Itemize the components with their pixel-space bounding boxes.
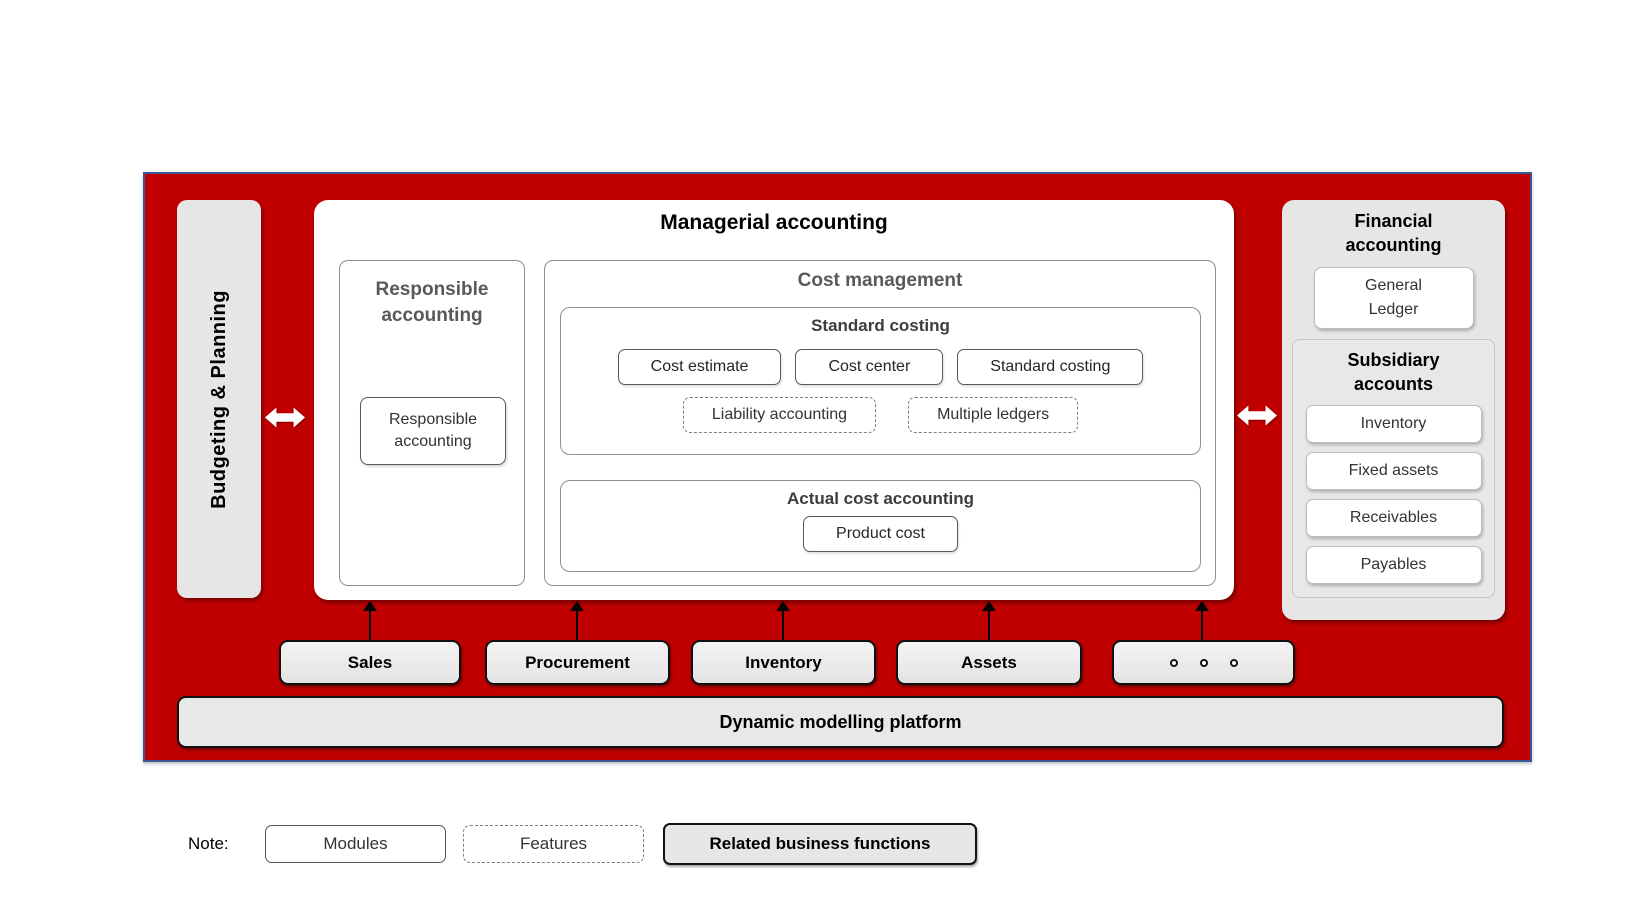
budgeting-planning-panel: Budgeting & Planning	[177, 200, 261, 598]
legend-note-label: Note:	[188, 834, 229, 853]
cost-management-module: Cost management Standard costing Cost es…	[544, 260, 1216, 586]
budgeting-planning-label: Budgeting & Planning	[207, 289, 230, 509]
legend-features-sample: Features	[463, 825, 644, 863]
subsidiary-accounts-title: Subsidiary accounts	[1347, 349, 1440, 394]
standard-costing-group: Standard costing Cost estimate Cost cent…	[560, 307, 1201, 455]
module-receivables: Receivables	[1305, 499, 1482, 538]
module-fixed-assets: Fixed assets	[1305, 452, 1482, 491]
subsidiary-accounts-group: Subsidiary accounts Inventory Fixed asse…	[1292, 338, 1495, 599]
module-cost-estimate: Cost estimate	[617, 349, 782, 385]
standard-costing-features-row: Liability accounting Multiple ledgers	[561, 397, 1200, 433]
financial-accounting-title: Financial accounting	[1345, 211, 1442, 256]
actual-cost-accounting-group: Actual cost accounting Product cost	[560, 480, 1201, 572]
cost-management-title: Cost management	[797, 270, 963, 291]
legend-related-functions-sample: Related business functions	[663, 823, 977, 865]
managerial-accounting-panel: Managerial accounting Responsible accoun…	[314, 200, 1234, 600]
right-double-arrow-icon	[1236, 402, 1278, 429]
general-ledger-label: General Ledger	[1365, 277, 1422, 318]
related-functions-background-panel: Budgeting & Planning Managerial accounti…	[143, 172, 1532, 762]
standard-costing-title: Standard costing	[811, 316, 950, 335]
standard-costing-modules-row: Cost estimate Cost center Standard costi…	[561, 349, 1200, 385]
function-procurement: Procurement	[485, 640, 670, 685]
managerial-accounting-title: Managerial accounting	[660, 211, 888, 234]
module-inventory: Inventory	[1305, 405, 1482, 444]
arrow-up-sales	[363, 601, 377, 640]
module-product-cost: Product cost	[803, 516, 958, 552]
function-sales: Sales	[279, 640, 461, 685]
left-double-arrow-icon	[264, 404, 306, 431]
module-cost-center: Cost center	[795, 349, 944, 385]
responsible-accounting-title: Responsible accounting	[375, 279, 489, 326]
financial-accounting-panel: Financial accounting General Ledger Subs…	[1282, 200, 1505, 620]
arrow-up-procurement	[570, 601, 584, 640]
module-standard-costing: Standard costing	[957, 349, 1144, 385]
function-more	[1112, 640, 1295, 685]
function-assets: Assets	[896, 640, 1082, 685]
arrow-up-more	[1195, 601, 1209, 640]
responsible-accounting-box-label: Responsible accounting	[388, 410, 478, 450]
actual-cost-accounting-title: Actual cost accounting	[786, 489, 975, 508]
function-inventory: Inventory	[691, 640, 876, 685]
actual-cost-modules-row: Product cost	[561, 516, 1200, 552]
module-general-ledger: General Ledger	[1313, 266, 1474, 329]
responsible-accounting-box: Responsible accounting	[360, 397, 506, 465]
more-functions-dots	[1169, 658, 1238, 667]
arrow-up-assets	[982, 601, 996, 640]
responsible-accounting-module: Responsible accounting Responsible accou…	[339, 260, 525, 586]
module-payables: Payables	[1305, 546, 1482, 585]
feature-liability-accounting: Liability accounting	[682, 397, 877, 433]
feature-multiple-ledgers: Multiple ledgers	[908, 397, 1079, 433]
dynamic-modelling-platform-bar: Dynamic modelling platform	[177, 696, 1504, 748]
legend-modules-sample: Modules	[265, 825, 446, 863]
arrow-up-inventory	[776, 601, 790, 640]
